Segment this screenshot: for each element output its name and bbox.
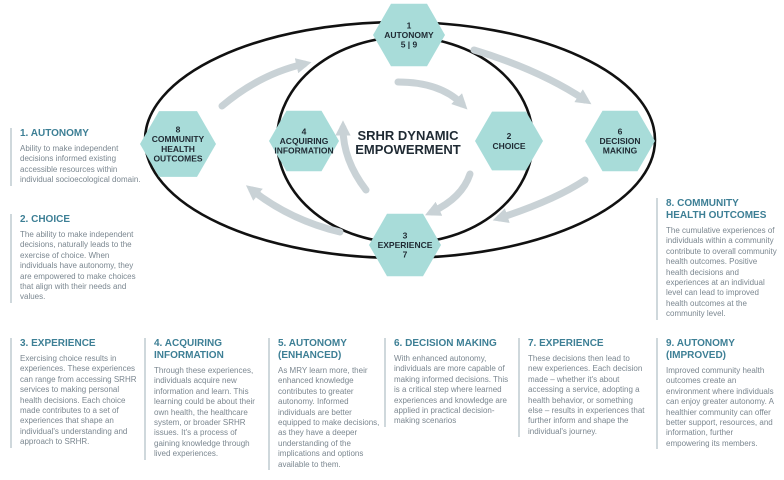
arrow-autonomy-to-decision-making: [470, 46, 592, 105]
panel-experience-7: 7. EXPERIENCE These decisions then lead …: [518, 338, 646, 438]
hexagon-label-line: HEALTH: [161, 144, 195, 154]
hexagon-shape: [369, 213, 441, 277]
arrow-community-health-outcomes-to-autonomy: [218, 58, 312, 110]
panel-text: Exercising choice results in experiences…: [20, 354, 137, 447]
hexagon-label-line: AUTONOMY: [384, 30, 434, 40]
panel-text: Improved community health outcomes creat…: [666, 366, 774, 448]
panel-experience: 3. EXPERIENCE Exercising choice results …: [10, 338, 138, 448]
panel-text: Through these experiences, individuals a…: [154, 366, 255, 459]
arrow-choice-to-experience: [425, 170, 474, 216]
panel-autonomy-improved: 9. AUTONOMY (IMPROVED) Improved communit…: [656, 338, 778, 450]
hexagon-label-line: MAKING: [603, 146, 638, 156]
hexagon-label-line: 2: [507, 131, 512, 141]
arrow-experience-to-acquiring-information: [335, 120, 370, 194]
arrow-experience-to-community-health-outcomes: [245, 185, 344, 236]
hexagon-shape: [475, 111, 543, 171]
hexagon-label-line: COMMUNITY: [152, 134, 205, 144]
hexagon-shape: [373, 3, 445, 67]
panel-text: These decisions then lead to new experie…: [528, 354, 645, 436]
hexagon-shape: [585, 110, 655, 172]
arrow-decision-making-to-experience: [492, 176, 589, 223]
panel-title: 6. DECISION MAKING: [394, 338, 497, 349]
hexagon-shape: [140, 111, 216, 177]
hexagon-label-line: 3: [403, 230, 408, 240]
hexagon-label-line: 5 | 9: [401, 40, 418, 50]
panel-title: 8. COMMUNITY HEALTH OUTCOMES: [666, 198, 767, 221]
panel-title: 2. CHOICE: [20, 214, 71, 225]
panel-decision-making: 6. DECISION MAKING With enhanced autonom…: [384, 338, 514, 427]
panel-autonomy-enhanced: 5. AUTONOMY (ENHANCED) As MRY learn more…: [268, 338, 380, 471]
panel-title: 4. ACQUIRING INFORMATION: [154, 338, 224, 361]
panel-text: The cumulative experiences of individual…: [666, 226, 777, 319]
hexagon-label-line: CHOICE: [492, 141, 525, 151]
center-title-line2: EMPOWERMENT: [355, 142, 461, 157]
hexagon-label-line: DECISION: [599, 136, 640, 146]
hexagon-label-line: 4: [302, 126, 307, 136]
hexagon-label-line: 1: [407, 20, 412, 30]
panel-text: Ability to make independent decisions in…: [20, 144, 141, 185]
hexagon-label-line: EXPERIENCE: [378, 240, 433, 250]
panel-choice: 2. CHOICE The ability to make independen…: [10, 214, 142, 303]
panel-title: 1. AUTONOMY: [20, 128, 89, 139]
hexagon-label-line: 6: [618, 126, 623, 136]
hexagon-label-line: INFORMATION: [274, 146, 333, 156]
hexagon-shape: [269, 110, 339, 172]
arrow-autonomy-to-choice: [394, 78, 468, 110]
panel-autonomy: 1. AUTONOMY Ability to make independent …: [10, 128, 142, 186]
panel-title: 5. AUTONOMY (ENHANCED): [278, 338, 347, 361]
panel-text: With enhanced autonomy, individuals are …: [394, 354, 509, 426]
panel-text: The ability to make independent decision…: [20, 230, 136, 302]
panel-title: 7. EXPERIENCE: [528, 338, 604, 349]
hexagon-label-line: OUTCOMES: [153, 153, 202, 163]
panel-community-health-outcomes: 8. COMMUNITY HEALTH OUTCOMES The cumulat…: [656, 198, 778, 320]
hexagon-label-line: 7: [403, 250, 408, 260]
panel-text: As MRY learn more, their enhanced knowle…: [278, 366, 380, 469]
hexagon-label-line: 8: [176, 125, 181, 135]
hexagon-label-line: ACQUIRING: [280, 136, 329, 146]
center-title-line1: SRHR DYNAMIC: [357, 128, 459, 143]
panel-title: 3. EXPERIENCE: [20, 338, 96, 349]
panel-title: 9. AUTONOMY (IMPROVED): [666, 338, 735, 361]
panel-acquiring-information: 4. ACQUIRING INFORMATION Through these e…: [144, 338, 264, 460]
